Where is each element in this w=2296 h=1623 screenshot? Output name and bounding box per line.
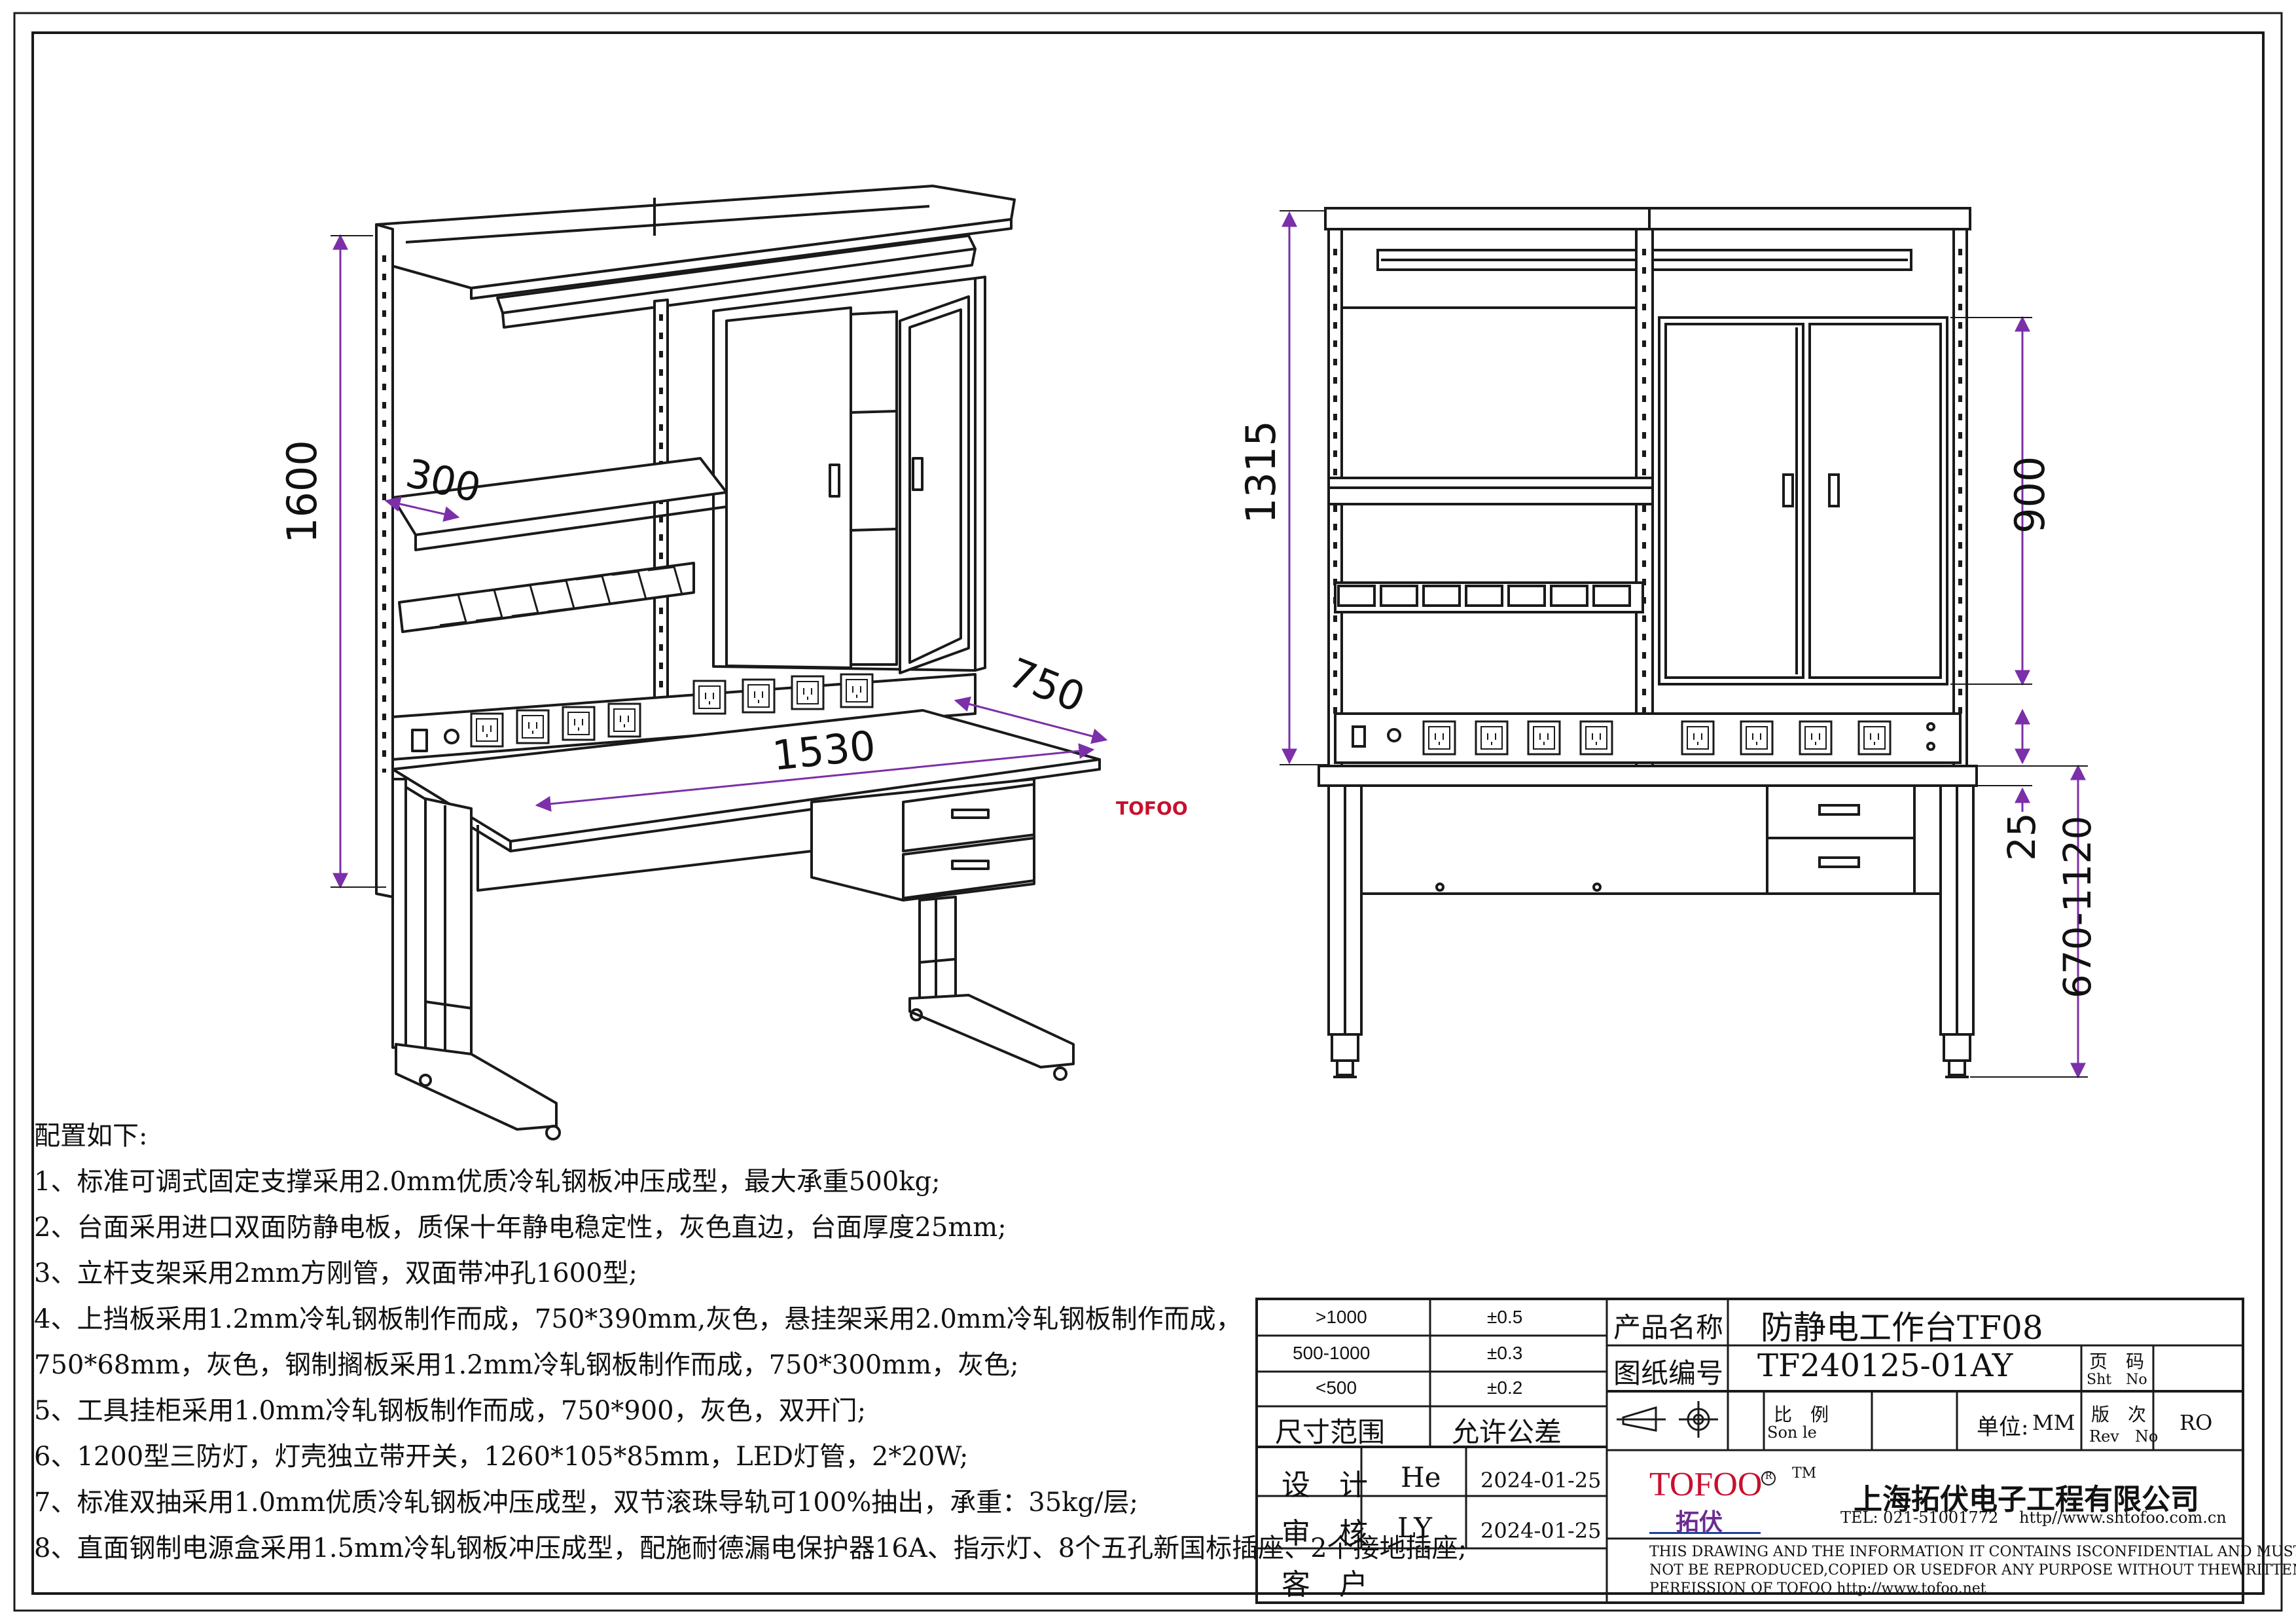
tolerance-range: >1000	[1316, 1307, 1367, 1327]
rev-label-en: Rev No	[2089, 1427, 2159, 1446]
dim-670-1120: 670-1120	[2055, 815, 2100, 998]
note-item: 8、直面钢制电源盒采用1.5mm冷轧钢板冲压成型，配施耐德漏电保护器16A、指示…	[34, 1533, 1467, 1563]
notes-heading: 配置如下:	[34, 1121, 148, 1151]
dim-900: 900	[2006, 456, 2054, 534]
logo-tm: TM	[1792, 1465, 1817, 1482]
watermark-logo: TOFOO	[1116, 797, 1188, 819]
note-item: 7、标准双抽采用1.0mm优质冷轧钢板冲压成型，双节滚珠导轨可100%抽出，承重…	[34, 1487, 1138, 1518]
note-item: 2、台面采用进口双面防静电板，质保十年静电稳定性，灰色直边，台面厚度25mm;	[34, 1213, 1007, 1243]
rev-value: RO	[2179, 1410, 2213, 1435]
scale-label: 比 例	[1774, 1404, 1829, 1425]
note-item: 1、标准可调式固定支撑采用2.0mm优质冷轧钢板冲压成型，最大承重500kg;	[34, 1167, 941, 1197]
note-item: 3、立杆支架采用2mm方刚管，双面带冲孔1600型;	[34, 1258, 638, 1288]
page-label: 页 码	[2089, 1351, 2145, 1372]
configuration-notes: 配置如下: 1、标准可调式固定支撑采用2.0mm优质冷轧钢板冲压成型，最大承重5…	[34, 1113, 1467, 1571]
tolerance-value: ±0.3	[1487, 1343, 1523, 1363]
design-label: 设 计	[1282, 1468, 1368, 1502]
logo-underline	[1649, 1532, 1761, 1534]
company-tel: TEL: 021-51001772	[1840, 1508, 1999, 1527]
tolerance-value: ±0.2	[1487, 1377, 1523, 1398]
tolerance-range: <500	[1316, 1377, 1357, 1398]
inner-border	[31, 31, 2265, 1595]
disclaimer-line: PEREISSION OF TOFOO http://www.tofoo.net	[1649, 1580, 1986, 1597]
perspective-dimensions	[331, 234, 1108, 889]
disclaimer-line: THIS DRAWING AND THE INFORMATION IT CONT…	[1649, 1544, 2296, 1560]
title-block: >1000 ±0.5 500-1000 ±0.3 <500 ±0.2 尺寸范围 …	[1257, 1299, 2296, 1603]
unit-value: MM	[2032, 1410, 2075, 1435]
drawing-no: TF240125-01AY	[1757, 1347, 2013, 1384]
review-name: LY	[1397, 1512, 1432, 1544]
front-view	[1318, 207, 1978, 1078]
note-item: 5、工具挂柜采用1.0mm冷轧钢板制作而成，750*900，灰色，双开门;	[34, 1396, 867, 1426]
logo-text: TOFOO	[1649, 1466, 1763, 1503]
note-item: 4、上挡板采用1.2mm冷轧钢板制作而成，750*390mm,灰色，悬挂架采用2…	[34, 1304, 1242, 1334]
dim-1600: 1600	[278, 440, 326, 543]
outer-border	[13, 12, 2283, 1612]
tolerance-range: 500-1000	[1293, 1343, 1371, 1363]
disclaimer-line: NOT BE REPRODUCED,COPIED OR USEDFOR ANY …	[1649, 1562, 2296, 1578]
note-item: 6、1200型三防灯，灯壳独立带开关，1260*105*85mm，LED灯管，2…	[34, 1442, 969, 1472]
tolerance-value: ±0.5	[1487, 1307, 1523, 1327]
design-name: He	[1401, 1461, 1441, 1493]
dim-1315: 1315	[1237, 420, 1285, 524]
tolerance-range-header: 尺寸范围	[1275, 1416, 1386, 1448]
tolerance-value-header: 允许公差	[1452, 1416, 1562, 1448]
logo-chinese: 拓伏	[1676, 1508, 1723, 1536]
note-item: 750*68mm，灰色，钢制搁板采用1.2mm冷轧钢板制作而成，750*300m…	[34, 1350, 1019, 1380]
perspective-view	[375, 185, 1101, 1140]
drawing-no-label: 图纸编号	[1613, 1357, 1724, 1389]
unit-label: 单位:	[1977, 1414, 2029, 1440]
scale-label-en: Son le	[1767, 1423, 1817, 1442]
product-name: 防静电工作台TF08	[1761, 1309, 2043, 1347]
design-date: 2024-01-25	[1480, 1468, 1602, 1493]
company-name: 上海拓伏电子工程有限公司	[1854, 1483, 2199, 1516]
page-label-en: Sht No	[2087, 1372, 2147, 1388]
company-web: http//www.shtofoo.com.cn	[2019, 1508, 2227, 1527]
customer-label: 客 户	[1282, 1568, 1368, 1601]
dim-25: 25	[2000, 812, 2044, 861]
product-name-label: 产品名称	[1613, 1311, 1724, 1343]
logo-registered-mark: R	[1765, 1471, 1772, 1482]
title-block-grid	[1255, 1298, 2244, 1604]
review-date: 2024-01-25	[1480, 1518, 1602, 1543]
rev-label: 版 次	[2091, 1404, 2147, 1425]
review-label: 审 核	[1282, 1517, 1368, 1550]
front-dimensions	[1280, 210, 2088, 1079]
